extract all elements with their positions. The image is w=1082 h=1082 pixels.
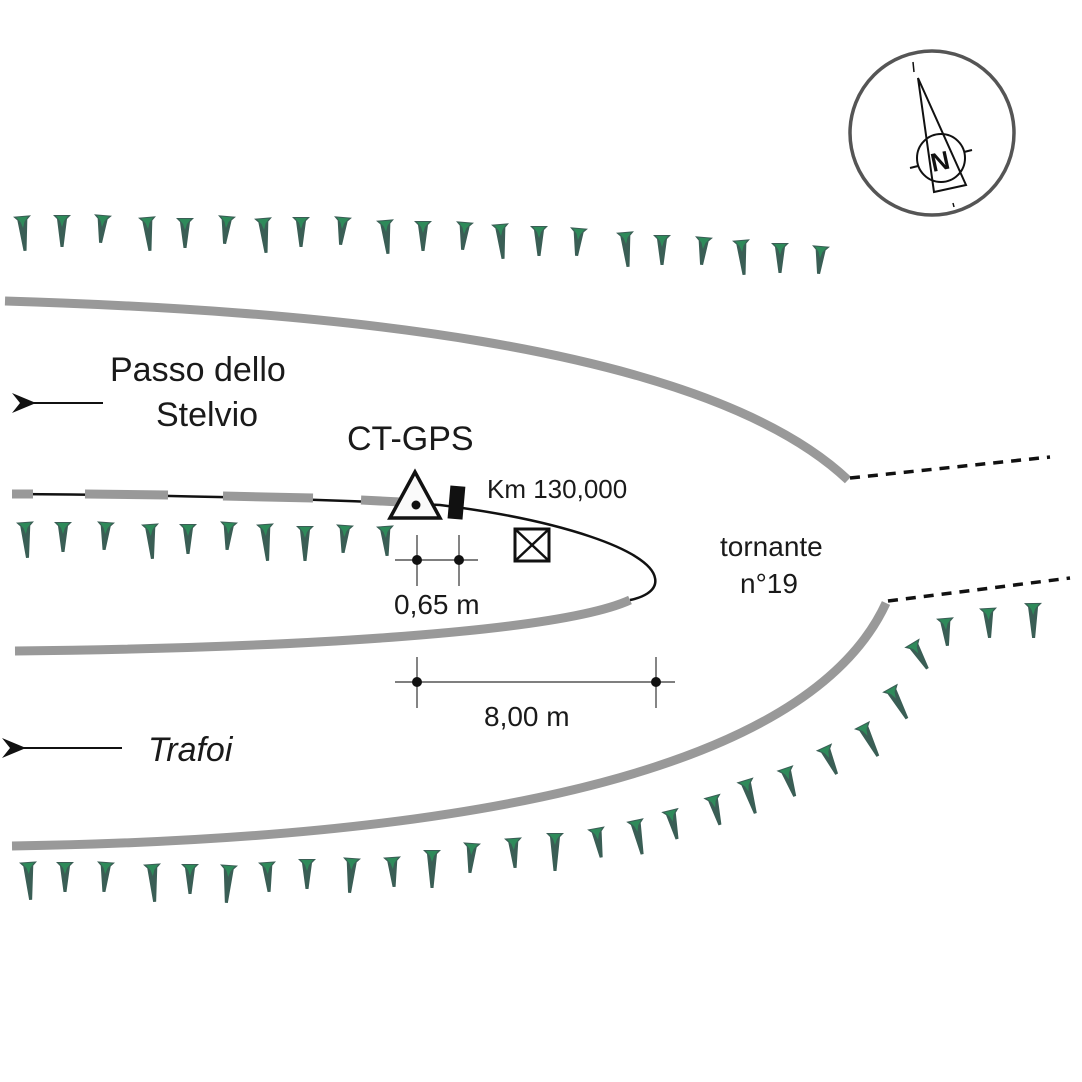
tree-icon — [376, 219, 394, 255]
tree-icon — [463, 842, 481, 874]
tree-icon — [570, 227, 588, 257]
tree-icon — [587, 826, 605, 858]
tree-icon — [56, 862, 74, 892]
label-km: Km 130,000 — [487, 474, 627, 504]
tree-icon — [19, 861, 37, 901]
tree-icon — [258, 861, 276, 893]
tree-icon — [141, 523, 159, 560]
tree-icon — [256, 523, 274, 562]
north-compass-icon: N — [848, 49, 1016, 217]
tree-icon — [298, 859, 316, 889]
road-edge-upper — [4, 296, 852, 484]
tree-icon — [979, 607, 997, 639]
tree-icon — [181, 864, 199, 894]
label-station: CT-GPS — [347, 420, 474, 458]
tree-icon — [736, 777, 757, 814]
tree-icon — [220, 864, 238, 904]
road-edge-inner — [14, 595, 632, 656]
tree-icon — [812, 245, 830, 275]
tree-icon — [53, 215, 71, 247]
label-stelvio: Stelvio — [156, 396, 258, 434]
tree-icon — [423, 850, 441, 888]
road-dashed-lower — [887, 576, 1071, 603]
tree-icon — [732, 239, 750, 275]
label-passo: Passo dello — [110, 351, 286, 389]
dimension-distance — [395, 657, 675, 708]
tree-icon — [336, 524, 354, 554]
tree-icon — [936, 617, 954, 647]
tree-icon — [695, 236, 713, 266]
tree-icon — [16, 521, 34, 559]
tree-icon — [13, 215, 31, 251]
tree-icon — [54, 522, 72, 552]
tree-icon — [179, 524, 197, 554]
tree-icon — [97, 861, 115, 893]
tree-icon — [383, 856, 401, 888]
tree-icon — [771, 243, 789, 273]
tree-icon — [220, 521, 238, 551]
box-x-icon — [513, 527, 551, 563]
tree-icon — [504, 837, 522, 869]
tree-icon — [414, 221, 432, 251]
tree-icon — [94, 214, 112, 244]
km-post-icon — [447, 485, 466, 520]
tree-icon — [661, 807, 679, 840]
inner-road-segments — [12, 489, 421, 508]
dimension-offset — [395, 535, 478, 586]
tree-icon — [218, 215, 236, 245]
label-distance: 8,00 m — [484, 701, 570, 732]
tree-icon — [376, 525, 394, 557]
tree-icon — [703, 793, 722, 826]
tree-icon — [776, 765, 797, 797]
tree-icon — [853, 720, 880, 757]
tree-icon — [296, 526, 314, 561]
tree-icon — [491, 223, 509, 259]
hairpin-line — [11, 492, 657, 602]
tree-icon — [882, 683, 909, 720]
tree-icon — [904, 638, 929, 670]
label-offset: 0,65 m — [394, 589, 480, 620]
tree-icon — [626, 818, 644, 855]
tree-icon — [815, 743, 839, 775]
tree-icon — [1024, 602, 1042, 639]
label-n19: n°19 — [740, 568, 798, 599]
tree-icon — [653, 235, 671, 265]
road-edge-lower — [11, 601, 891, 851]
tree-icon — [97, 521, 115, 551]
tree-icon — [456, 221, 474, 251]
road-dashed-upper — [849, 455, 1051, 480]
tree-icon — [334, 216, 352, 246]
tree-icon — [138, 216, 156, 252]
label-trafoi: Trafoi — [148, 731, 234, 769]
tree-icon — [254, 217, 272, 253]
tree-icon — [343, 857, 361, 894]
tree-icon — [292, 217, 310, 247]
tree-icon — [530, 226, 548, 256]
station-triangle-icon — [387, 468, 443, 520]
tree-icon — [143, 863, 161, 903]
tree-rows — [13, 214, 1042, 904]
tree-icon — [546, 833, 564, 871]
tree-icon — [176, 218, 194, 248]
tree-icon — [616, 231, 634, 267]
label-tornante: tornante — [720, 531, 823, 562]
